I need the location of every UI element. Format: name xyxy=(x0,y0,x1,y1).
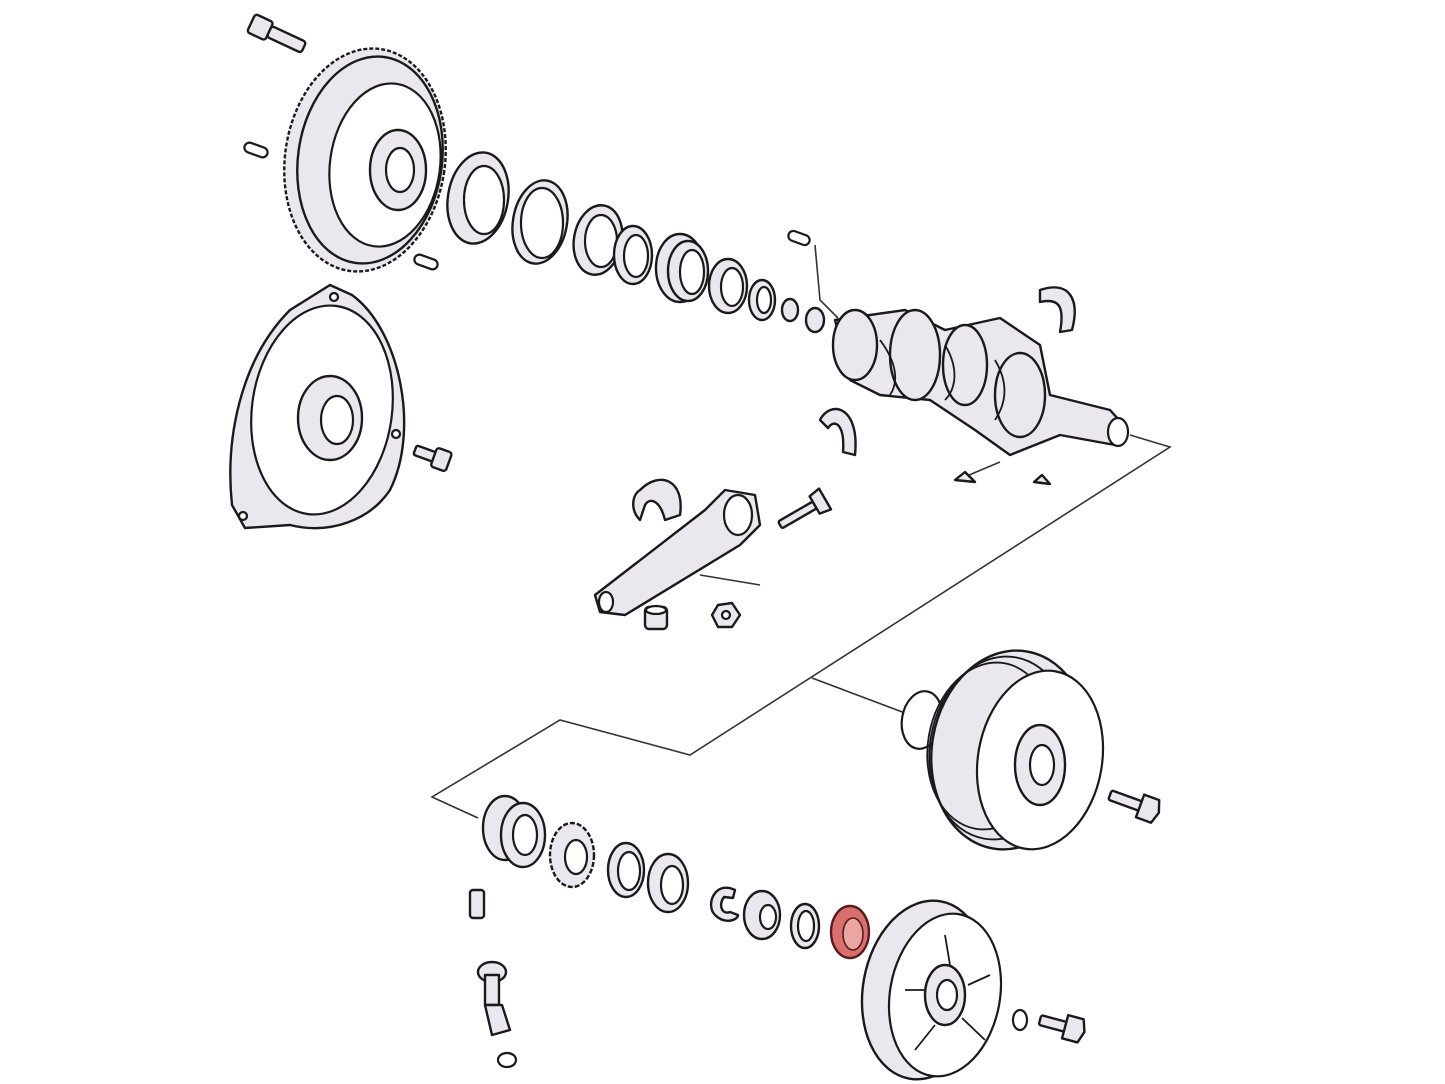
drive-plate-bolt[interactable] xyxy=(412,441,453,473)
flywheel-bolt[interactable] xyxy=(246,13,308,57)
crankshaft[interactable] xyxy=(831,308,1130,457)
accessory-pulley[interactable] xyxy=(848,891,1013,1084)
rod-nut[interactable] xyxy=(710,601,742,629)
assembly-guide-line-rod xyxy=(699,574,761,586)
flywheel-dowel-pin[interactable] xyxy=(243,141,269,159)
flywheel-dowel-pin[interactable] xyxy=(413,253,439,271)
front-bushing[interactable] xyxy=(481,794,547,869)
pulley-washer[interactable] xyxy=(1011,1008,1029,1032)
sensor-pin[interactable] xyxy=(476,960,512,1037)
rear-main-bearing-ring[interactable] xyxy=(568,201,627,278)
assembly-guide-line-pulley xyxy=(811,677,906,714)
thin-washer[interactable] xyxy=(747,278,777,322)
washer[interactable] xyxy=(789,902,821,950)
rod-bearing-shell[interactable] xyxy=(632,478,682,522)
connecting-rod[interactable] xyxy=(593,488,762,617)
sprocket[interactable] xyxy=(646,852,690,914)
rod-bolt[interactable] xyxy=(774,487,833,536)
pulley-bolt[interactable] xyxy=(1106,784,1163,824)
flywheel[interactable] xyxy=(270,38,460,282)
main-bearing-shell-lower[interactable] xyxy=(818,407,857,457)
crankshaft-key[interactable] xyxy=(1032,473,1052,486)
bearing-race[interactable] xyxy=(654,232,710,304)
crankshaft-pulley[interactable] xyxy=(914,638,1116,862)
assembly-guide-line-dowel xyxy=(814,244,839,319)
small-washer[interactable] xyxy=(496,1051,518,1069)
crankshaft-key[interactable] xyxy=(953,470,977,484)
accessory-pulley-bolt[interactable] xyxy=(1037,1008,1088,1044)
assembly-guide-line xyxy=(430,434,1172,819)
thrust-washer[interactable] xyxy=(612,224,654,286)
collar[interactable] xyxy=(742,889,782,941)
crankshaft-dowel-pin[interactable] xyxy=(787,229,811,247)
main-bearing-shell-upper[interactable] xyxy=(1038,286,1076,334)
rear-oil-seal[interactable] xyxy=(440,147,515,248)
pilot-bearing[interactable] xyxy=(804,306,826,334)
pilot-bushing[interactable] xyxy=(780,297,800,323)
drive-plate[interactable] xyxy=(229,283,406,530)
rod-bushing[interactable] xyxy=(643,604,669,631)
snap-ring[interactable] xyxy=(709,886,740,922)
timing-gear[interactable] xyxy=(548,821,596,889)
seal-spacer[interactable] xyxy=(506,176,574,268)
spacer-ring[interactable] xyxy=(606,841,646,899)
front-crank-seal[interactable] xyxy=(829,904,871,960)
key[interactable] xyxy=(468,888,486,920)
bearing-shell[interactable] xyxy=(707,257,749,315)
